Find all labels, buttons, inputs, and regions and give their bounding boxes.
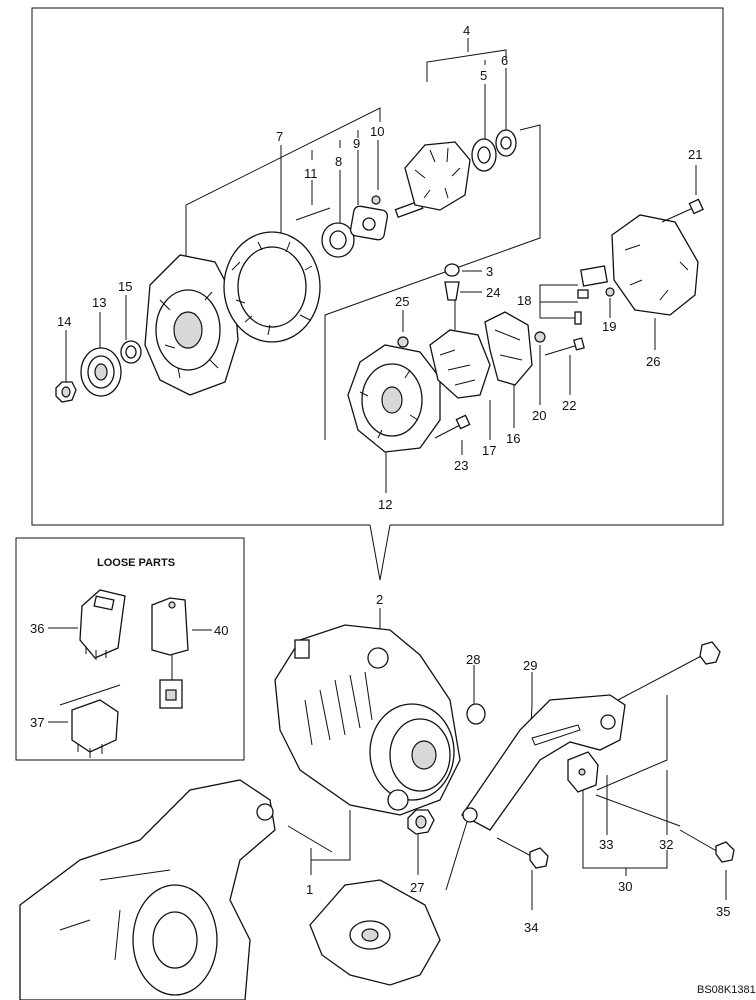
callout-18: 18: [517, 293, 531, 308]
callout-13: 13: [92, 295, 106, 310]
callout-33: 33: [599, 837, 613, 852]
callout-22: 22: [562, 398, 576, 413]
bolt-32-part: [617, 641, 721, 701]
callout-14: 14: [57, 314, 71, 329]
screw-19-part: [605, 287, 615, 297]
callout-20: 20: [532, 408, 546, 423]
callout-6: 6: [501, 53, 508, 68]
exploded-view-frame: [31, 7, 724, 526]
retainer-plate-part: [349, 205, 389, 241]
callout-8: 8: [335, 154, 342, 169]
callout-40: 40: [214, 623, 228, 638]
callout-11: 11: [304, 166, 318, 181]
regulator-part: [484, 311, 533, 386]
callout-5: 5: [480, 68, 487, 83]
bolt-34-part: [496, 837, 549, 869]
bearing-part: [321, 222, 355, 258]
rotor-part: [394, 141, 471, 219]
callout-labels: 4 5 6 7 8 9 10 11 12 13 14 15 16 17 18 1…: [30, 23, 730, 935]
bolt-35-part: [679, 829, 735, 863]
callout-10: 10: [370, 124, 384, 139]
callout-37: 37: [30, 715, 44, 730]
spacer-part: [120, 340, 142, 364]
callout-26: 26: [646, 354, 660, 369]
rear-housing-part: [347, 344, 441, 453]
relay-37-part: [59, 684, 121, 758]
stud-part: [295, 207, 331, 221]
callout-1: 1: [306, 882, 313, 897]
callout-2: 2: [376, 592, 383, 607]
leader-lines: [48, 38, 727, 910]
nut-3-part: [444, 263, 460, 277]
spacer-28-part: [466, 703, 486, 725]
front-housing-part: [144, 254, 239, 396]
callout-27: 27: [410, 880, 424, 895]
callout-9: 9: [353, 136, 360, 151]
stud-1-part: [287, 825, 333, 853]
brush-holder-part: [574, 265, 608, 325]
loose-parts-title: LOOSE PARTS: [97, 557, 175, 569]
bearing-5-part: [471, 138, 497, 172]
bolt-21-part: [661, 198, 704, 223]
callout-32: 32: [659, 837, 673, 852]
callout-24: 24: [486, 285, 500, 300]
block-33-part: [567, 751, 599, 793]
pulley-part: [80, 347, 122, 397]
bolt-22-part: [544, 337, 585, 356]
callout-36: 36: [30, 621, 44, 636]
callout-15: 15: [118, 279, 132, 294]
rectifier-part: [429, 300, 491, 399]
callout-17: 17: [482, 443, 496, 458]
callout-12: 12: [378, 497, 392, 512]
callout-35: 35: [716, 904, 730, 919]
relay-36-part: [79, 589, 126, 660]
bearing-6-part: [495, 129, 517, 157]
callout-4: 4: [463, 23, 470, 38]
callout-29: 29: [523, 658, 537, 673]
callout-23: 23: [454, 458, 468, 473]
nut-25-part: [397, 336, 409, 348]
nut-part: [55, 381, 77, 403]
nut-27-part: [407, 809, 435, 835]
callout-28: 28: [466, 652, 480, 667]
engine-housing-part: [19, 779, 276, 1000]
mounting-bracket-part: [309, 879, 441, 986]
callout-7: 7: [276, 129, 283, 144]
rear-cover-part: [611, 214, 699, 316]
drawing-code: BS08K1381: [697, 984, 756, 996]
adjusting-bracket-part: [461, 694, 626, 831]
callout-21: 21: [688, 147, 702, 162]
screw-part: [371, 195, 381, 205]
callout-34: 34: [524, 920, 538, 935]
callout-16: 16: [506, 431, 520, 446]
stator-part: [223, 231, 321, 343]
loose-parts-box: [15, 537, 245, 761]
controller-40-part: [151, 597, 189, 709]
insulator-24-part: [444, 281, 460, 301]
exploded-view-pointer: [369, 524, 391, 581]
bolt-23-part: [434, 414, 471, 439]
callout-30: 30: [618, 879, 632, 894]
callout-3: 3: [486, 264, 493, 279]
callout-19: 19: [602, 319, 616, 334]
alternator-assembly-part: [274, 624, 461, 816]
callout-25: 25: [395, 294, 409, 309]
screw-20-part: [534, 331, 546, 343]
